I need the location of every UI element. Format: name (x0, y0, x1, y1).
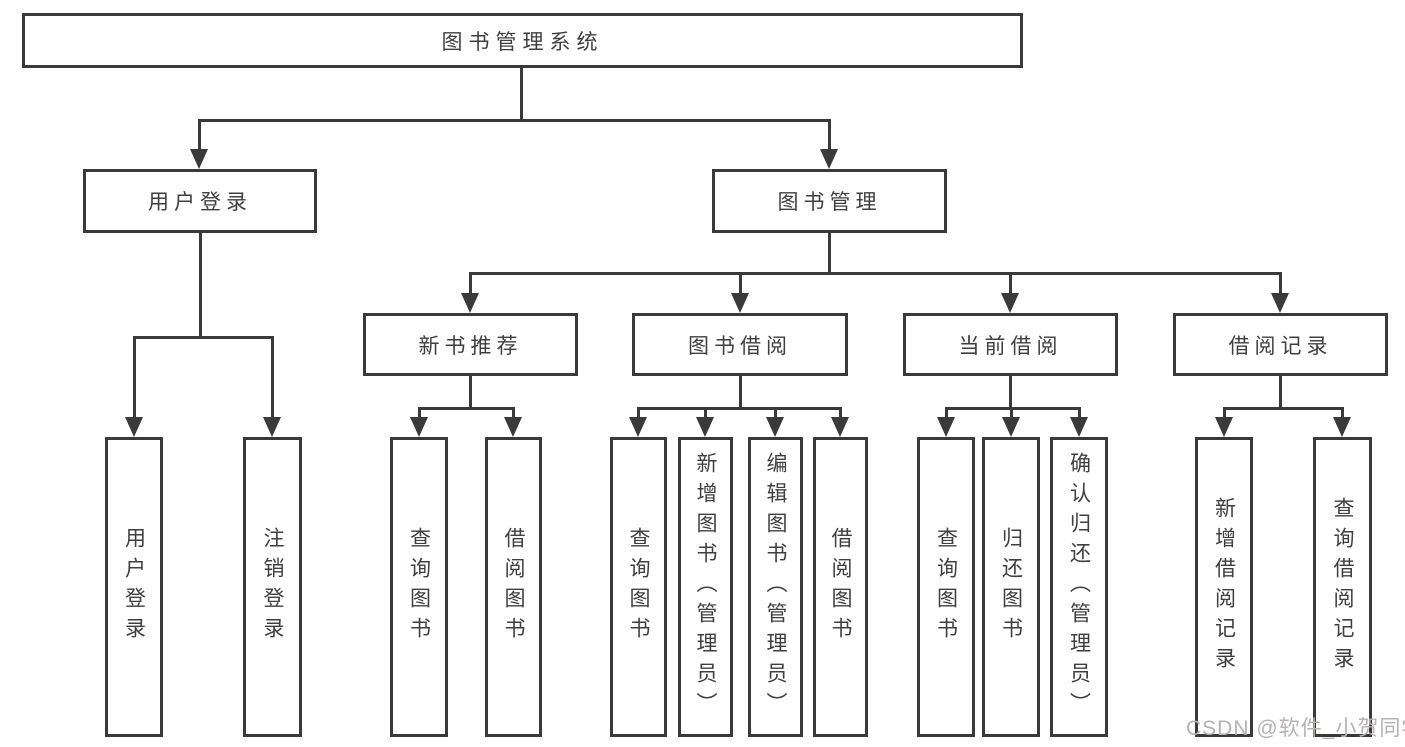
connector-line (774, 407, 777, 420)
leaf-borrow-books-recommend-label: 借阅图书 (502, 527, 526, 647)
connector-line (1009, 376, 1012, 407)
leaf-query-books-borrow: 查询图书 (610, 437, 667, 737)
connector-line (418, 407, 421, 420)
connector-line (198, 119, 201, 152)
connector-line (1279, 376, 1282, 407)
node-book-borrowing: 图书借阅 (632, 313, 848, 376)
connector-line (945, 407, 948, 420)
leaf-user-login-label: 用户登录 (122, 527, 146, 647)
node-user-login: 用户登录 (83, 169, 317, 233)
arrowhead-down (190, 149, 208, 169)
arrowhead-down (1333, 417, 1351, 437)
arrowhead-down (820, 149, 838, 169)
arrowhead-down (410, 417, 428, 437)
leaf-borrow-books: 借阅图书 (813, 437, 868, 737)
leaf-logout-label: 注销登录 (261, 527, 285, 647)
leaf-query-borrow-record-label: 查询借阅记录 (1331, 497, 1355, 677)
leaf-query-books-recommend-label: 查询图书 (407, 527, 431, 647)
connector-line (828, 233, 831, 272)
connector-line (704, 407, 707, 420)
leaf-borrow-books-label: 借阅图书 (829, 527, 853, 647)
leaf-borrow-books-recommend: 借阅图书 (485, 437, 542, 737)
leaf-confirm-return-admin-label: 确认归还（管理员） (1067, 452, 1091, 722)
arrowhead-down (696, 417, 714, 437)
arrowhead-down (1001, 293, 1019, 313)
arrowhead-down (1215, 417, 1233, 437)
connector-line (133, 336, 136, 420)
arrowhead-down (831, 417, 849, 437)
connector-line (739, 376, 742, 407)
connector-line (520, 68, 523, 119)
connector-line (469, 272, 472, 296)
leaf-edit-books-admin-label: 编辑图书（管理员） (764, 452, 788, 722)
leaf-query-books-current: 查询图书 (917, 437, 975, 737)
arrowhead-down (766, 417, 784, 437)
connector-line (637, 407, 842, 410)
leaf-add-borrow-record: 新增借阅记录 (1195, 437, 1253, 737)
leaf-return-books: 归还图书 (982, 437, 1040, 737)
csdn-watermark: CSDN @软件_小贺同学 (1186, 717, 1405, 740)
arrowhead-down (629, 417, 647, 437)
node-root: 图书管理系统 (22, 13, 1023, 68)
leaf-add-borrow-record-label: 新增借阅记录 (1212, 497, 1236, 677)
connector-line (828, 119, 831, 152)
leaf-confirm-return-admin: 确认归还（管理员） (1050, 437, 1108, 737)
arrowhead-down (504, 417, 522, 437)
arrowhead-down (1070, 417, 1088, 437)
leaf-return-books-label: 归还图书 (999, 527, 1023, 647)
leaf-user-login: 用户登录 (105, 437, 163, 737)
arrowhead-down (1271, 293, 1289, 313)
connector-line (1223, 407, 1226, 420)
arrowhead-down (1002, 417, 1020, 437)
connector-line (1279, 272, 1282, 296)
leaf-logout: 注销登录 (243, 437, 302, 737)
connector-line (1078, 407, 1081, 420)
connector-line (469, 376, 472, 407)
leaf-edit-books-admin: 编辑图书（管理员） (748, 437, 803, 737)
connector-line (839, 407, 842, 420)
connector-line (198, 119, 831, 122)
leaf-add-books-admin: 新增图书（管理员） (678, 437, 733, 737)
connector-line (1009, 272, 1012, 296)
leaf-query-borrow-record: 查询借阅记录 (1313, 437, 1372, 737)
connector-line (1010, 407, 1013, 420)
leaf-query-books-current-label: 查询图书 (934, 527, 958, 647)
leaf-query-books-borrow-label: 查询图书 (627, 527, 651, 647)
arrowhead-down (937, 417, 955, 437)
connector-line (418, 407, 515, 410)
connector-line (739, 272, 742, 296)
node-current-borrowing: 当前借阅 (903, 313, 1118, 376)
connector-line (1341, 407, 1344, 420)
node-new-book-recommendation: 新书推荐 (363, 313, 578, 376)
node-book-management: 图书管理 (712, 169, 947, 233)
connector-line (133, 336, 274, 339)
connector-line (512, 407, 515, 420)
connector-line (945, 407, 1081, 410)
leaf-add-books-admin-label: 新增图书（管理员） (694, 452, 718, 722)
arrowhead-down (125, 417, 143, 437)
connector-line (469, 272, 1282, 275)
arrowhead-down (461, 293, 479, 313)
connector-line (1223, 407, 1344, 410)
arrowhead-down (731, 293, 749, 313)
connector-line (271, 336, 274, 420)
node-borrowing-records: 借阅记录 (1173, 313, 1388, 376)
arrowhead-down (263, 417, 281, 437)
connector-line (637, 407, 640, 420)
connector-line (199, 233, 202, 336)
leaf-query-books-recommend: 查询图书 (390, 437, 448, 737)
